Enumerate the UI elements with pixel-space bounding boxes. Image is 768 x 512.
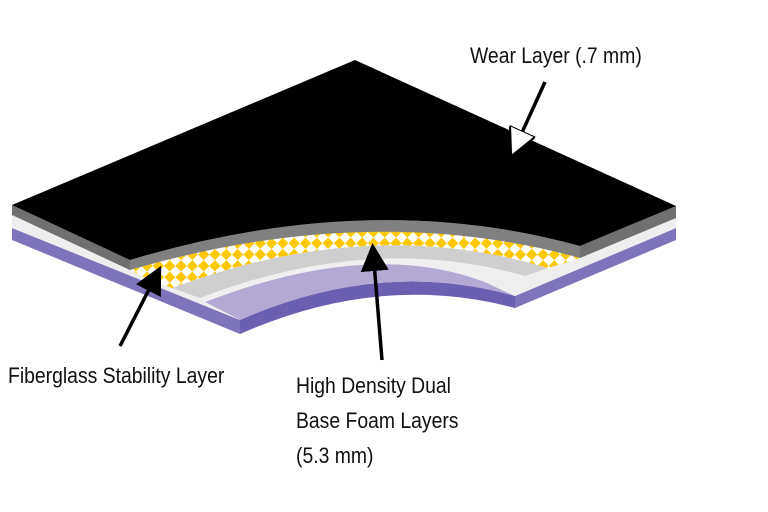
foam-label-line1: High Density Dual xyxy=(296,373,451,398)
wear-layer-label: Wear Layer (.7 mm) xyxy=(470,43,642,68)
fiberglass-checker-layer xyxy=(130,230,580,288)
high-density-foam-layer xyxy=(172,245,548,298)
fiberglass-arrow xyxy=(118,265,162,347)
wear-layer-edge xyxy=(12,205,676,270)
foam-arrow xyxy=(360,243,389,361)
wear-layer-arrow xyxy=(514,81,547,150)
fiberglass-label: Fiberglass Stability Layer xyxy=(8,363,225,388)
wear-layer-top xyxy=(12,60,676,260)
foam-label-line2: Base Foam Layers xyxy=(296,408,459,433)
foam-label-line3: (5.3 mm) xyxy=(296,443,374,468)
base-foam-purple-layer xyxy=(12,228,676,334)
